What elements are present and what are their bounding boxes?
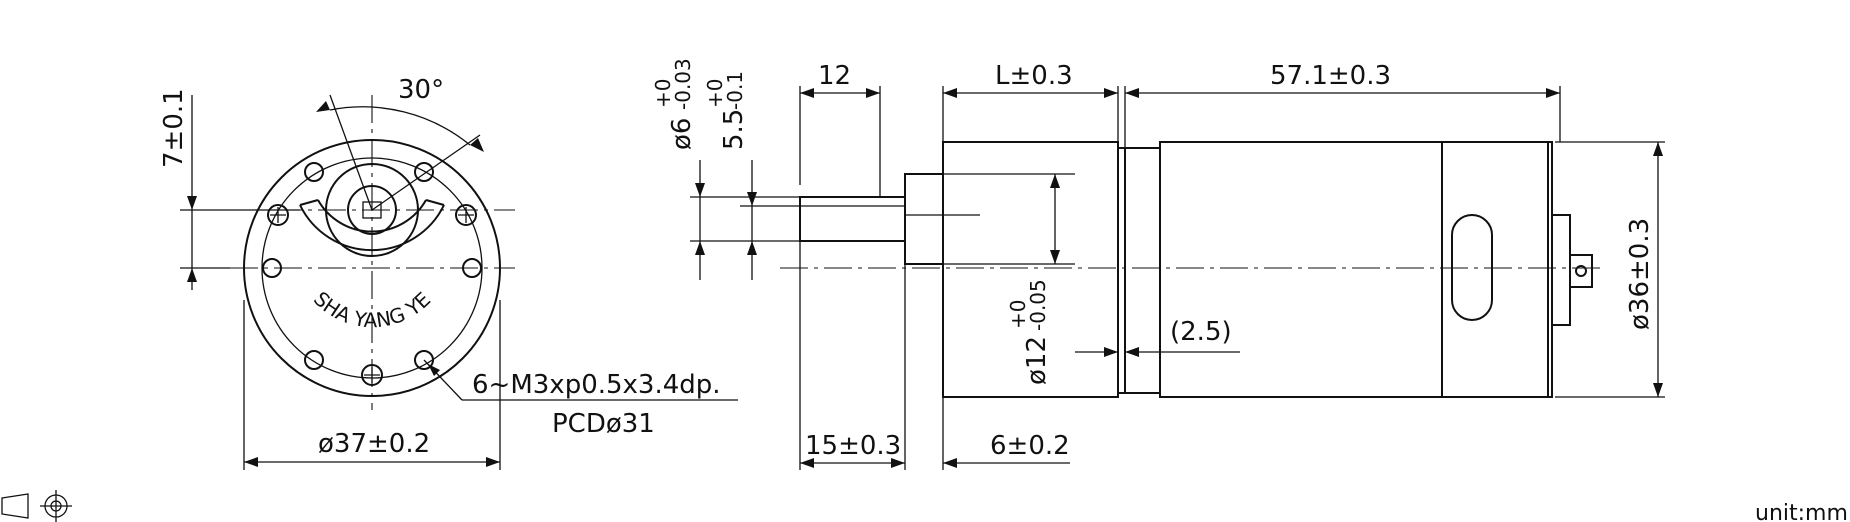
front-view: SHA YANG YE 30° 7±0.1 6~M3xp0.5x3.4dp. P… — [159, 75, 738, 470]
mounting-hole — [462, 258, 482, 278]
dim-15-label: 15±0.3 — [805, 431, 901, 461]
angle-arc — [329, 106, 471, 146]
dim-12-label: 12 — [818, 61, 851, 91]
dim-6-tol-lower: -0.03 — [671, 58, 695, 110]
dim-7-label: 7±0.1 — [159, 88, 189, 168]
dim-6-bottom-label: 6±0.2 — [990, 431, 1070, 461]
terminal-tab — [1569, 254, 1593, 288]
dim-36-label: ø36±0.3 — [1625, 218, 1655, 330]
unit-label: unit:mm — [1755, 501, 1848, 522]
dim-boss-main: ø12 — [1022, 336, 1052, 385]
third-angle-projection-icon — [1, 490, 72, 522]
shaft — [799, 196, 906, 242]
angle-label: 30° — [398, 75, 444, 105]
mounting-hole — [414, 350, 434, 370]
dim-L-label: L±0.3 — [995, 61, 1073, 91]
dim-5-5-tol-upper: +0 — [703, 79, 727, 108]
hole-spec-label: 6~M3xp0.5x3.4dp. — [472, 370, 721, 400]
dim-5-5-tol-lower: -0.1 — [723, 71, 747, 110]
pcd-label: PCDø31 — [552, 409, 655, 439]
dim-57-label: 57.1±0.3 — [1270, 61, 1391, 91]
mounting-hole — [304, 162, 324, 182]
mounting-holes — [262, 162, 482, 370]
mounting-hole — [414, 162, 434, 182]
shaft-boss — [904, 173, 944, 265]
dim-37-label: ø37±0.2 — [318, 429, 430, 459]
dim-5-5-label-group: 5.5 +0 -0.1 — [703, 71, 749, 150]
dim-6-tol-upper: +0 — [651, 79, 675, 108]
side-view: 12 L±0.3 57.1±0.3 ø36±0.3 ø6 — [651, 58, 1665, 470]
dim-boss-label-group: ø12 +0 -0.05 — [1006, 279, 1052, 385]
dim-gap-label: (2.5) — [1170, 317, 1232, 347]
dim-6-main: ø6 — [667, 118, 697, 150]
dim-boss-tol-lower: -0.05 — [1026, 279, 1050, 331]
motor-endcap — [1441, 141, 1553, 398]
terminal-base — [1551, 214, 1571, 326]
dim-boss-tol-upper: +0 — [1006, 300, 1030, 329]
dim-5-5-main: 5.5 — [719, 109, 749, 150]
motor-body — [1159, 141, 1443, 398]
mounting-hole — [304, 350, 324, 370]
mounting-hole — [262, 258, 282, 278]
dim-6-label-group: ø6 +0 -0.03 — [651, 58, 697, 150]
